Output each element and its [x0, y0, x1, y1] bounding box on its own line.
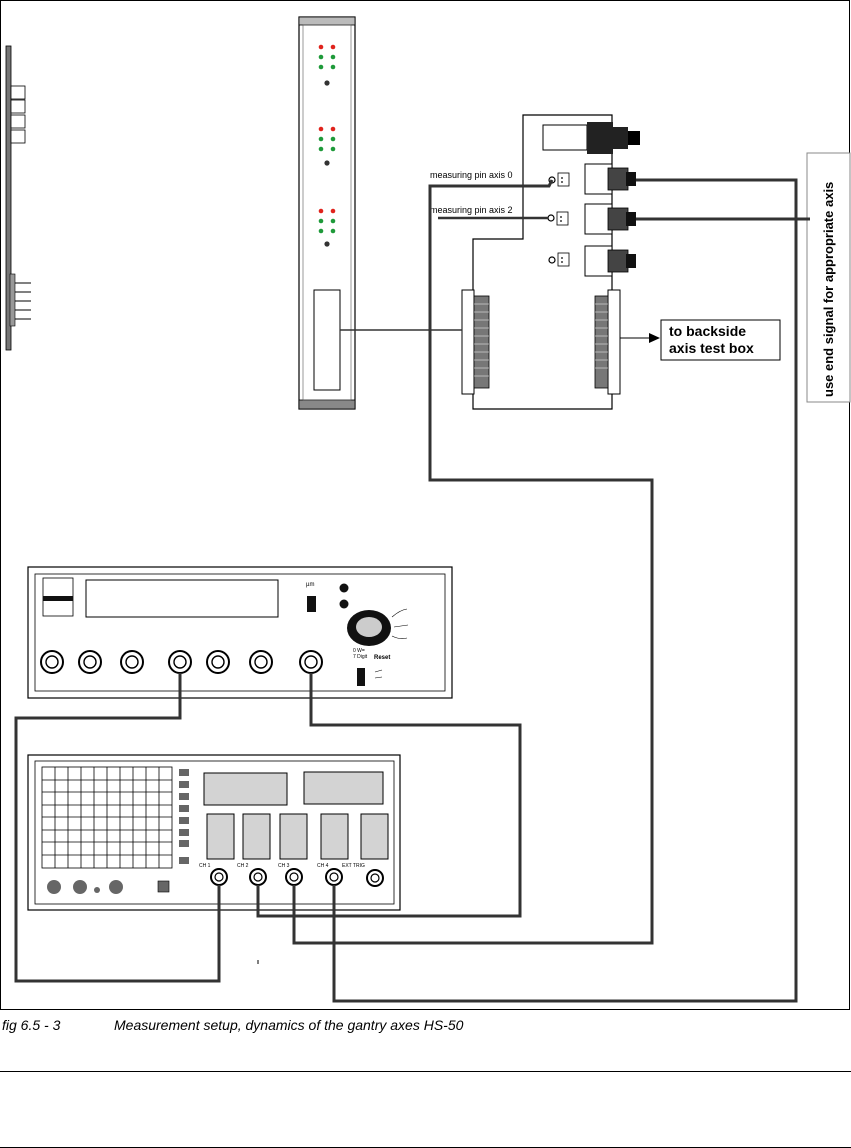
scope-button-2[interactable]: [243, 814, 270, 859]
scope-button-4[interactable]: [321, 814, 348, 859]
function-generator: µm 0 W= 7 Digit Reset: [28, 567, 452, 698]
oscilloscope: CH 1 CH 2 CH 3 CH 4 EXT TRIG: [28, 755, 400, 910]
scope-ch3-label: CH 3: [278, 863, 290, 869]
to-backside-box: to backside axis test box: [620, 320, 780, 360]
scope-display-1: [204, 773, 287, 805]
scope-screen: [42, 767, 172, 868]
scope-ch4-label: CH 4: [317, 863, 329, 869]
module-connector: [314, 290, 340, 390]
scope-button-1[interactable]: [207, 814, 234, 859]
generator-display: [86, 580, 278, 617]
divider-top: [0, 1071, 851, 1072]
side-card: [6, 46, 31, 350]
end-signal-label: use end signal for appropriate axis: [821, 182, 836, 397]
generator-switch[interactable]: [307, 596, 316, 612]
figure-number: fig 6.5 - 3: [2, 1017, 114, 1033]
to-backside-line1: to backside: [669, 323, 746, 339]
generator-reset-label: Reset: [374, 655, 390, 661]
scope-button-3[interactable]: [280, 814, 307, 859]
axis-test-box: [462, 115, 640, 409]
scope-ext-trig-label: EXT TRIG: [342, 863, 365, 869]
scope-button-5[interactable]: [361, 814, 388, 859]
scope-ch2-label: CH 2: [237, 863, 249, 869]
generator-reset-button[interactable]: [357, 668, 365, 686]
generator-unit-label: µm: [306, 582, 314, 588]
generator-small-label-b: 7 Digit: [353, 654, 368, 660]
end-signal-box: use end signal for appropriate axis: [807, 153, 850, 402]
scope-ch1-label: CH 1: [199, 863, 211, 869]
scope-display-2: [304, 772, 383, 804]
label-measuring-pin-axis-0: measuring pin axis 0: [430, 170, 513, 180]
control-module: [299, 17, 355, 409]
label-measuring-pin-axis-2: measuring pin axis 2: [430, 205, 513, 215]
figure-caption-text: Measurement setup, dynamics of the gantr…: [114, 1017, 463, 1033]
to-backside-line2: axis test box: [669, 340, 754, 356]
